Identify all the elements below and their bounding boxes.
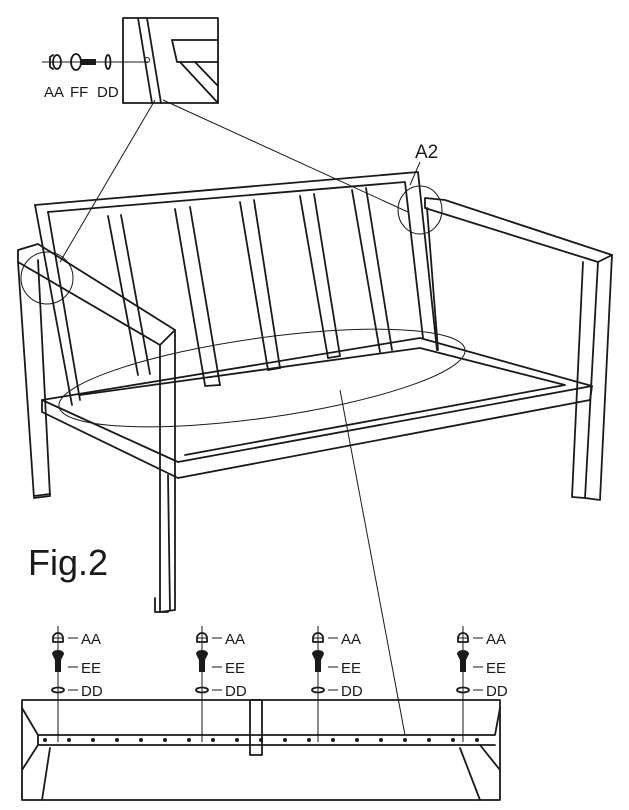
bolt-icon	[312, 650, 324, 672]
part-label-ee: EE	[486, 660, 506, 677]
washer-icon	[311, 686, 325, 694]
rail-hole	[163, 738, 167, 742]
bolt-icon	[196, 650, 208, 672]
rail-hole	[331, 738, 335, 742]
bolt-icon	[70, 53, 96, 71]
sofa-frame	[17, 171, 613, 613]
rail-hole	[115, 738, 119, 742]
bolt-icon	[52, 650, 64, 672]
part-label-dd: DD	[341, 683, 363, 700]
rail-hole	[451, 738, 455, 742]
rail-hole	[427, 738, 431, 742]
cap-nut-icon	[49, 54, 62, 70]
part-label-ee: EE	[81, 660, 101, 677]
part-label-ee: EE	[341, 660, 361, 677]
rail-hole	[67, 738, 71, 742]
hardware-set-2: AA EE DD	[195, 626, 247, 742]
rail-hole	[403, 738, 407, 742]
part-label-aa: AA	[81, 631, 101, 648]
washer-icon	[456, 686, 470, 694]
part-label-aa: AA	[341, 631, 361, 648]
part-label-aa: AA	[44, 84, 64, 101]
top-hardware-detail: AA FF DD	[42, 53, 148, 101]
part-label-ff: FF	[70, 84, 88, 101]
rail-hole	[379, 738, 383, 742]
hardware-set-3: AA EE DD	[311, 626, 363, 742]
part-label-aa: AA	[225, 631, 245, 648]
part-label-dd: DD	[225, 683, 247, 700]
washer-icon	[104, 54, 112, 70]
cap-nut-icon	[196, 632, 208, 643]
rail-hole	[307, 738, 311, 742]
part-label-dd: DD	[97, 84, 119, 101]
rail-hole	[139, 738, 143, 742]
part-label-aa: AA	[486, 631, 506, 648]
washer-icon	[51, 686, 65, 694]
rail-hole	[91, 738, 95, 742]
rail-holes	[43, 738, 479, 742]
rail-hole	[259, 738, 263, 742]
cap-nut-icon	[52, 632, 64, 643]
bolt-icon	[457, 650, 469, 672]
back-slats	[107, 187, 393, 387]
rail-hole	[355, 738, 359, 742]
part-label-dd: DD	[486, 683, 508, 700]
rail-hole	[43, 738, 47, 742]
callout-label-a2: A2	[415, 142, 438, 163]
callout-circle-right	[397, 185, 443, 235]
hardware-set-4: AA EE DD	[456, 626, 508, 742]
hardware-set-1: AA EE DD	[51, 626, 103, 742]
cap-nut-icon	[312, 632, 324, 643]
bottom-rail-detail	[21, 699, 501, 801]
bottom-hardware-sets: AA EE DD AA EE DD AA EE DD AA EE DD	[51, 626, 508, 742]
cap-nut-icon	[457, 632, 469, 643]
part-label-dd: DD	[81, 683, 103, 700]
callout-circle-left	[20, 251, 74, 305]
callout-oval-seat	[58, 328, 466, 428]
figure-title: Fig.2	[28, 542, 108, 583]
rail-hole	[211, 738, 215, 742]
rail-hole	[235, 738, 239, 742]
washer-icon	[195, 686, 209, 694]
rail-hole	[187, 738, 191, 742]
part-label-ee: EE	[225, 660, 245, 677]
rail-hole	[283, 738, 287, 742]
rail-hole	[475, 738, 479, 742]
zoom-box-top	[122, 17, 219, 104]
